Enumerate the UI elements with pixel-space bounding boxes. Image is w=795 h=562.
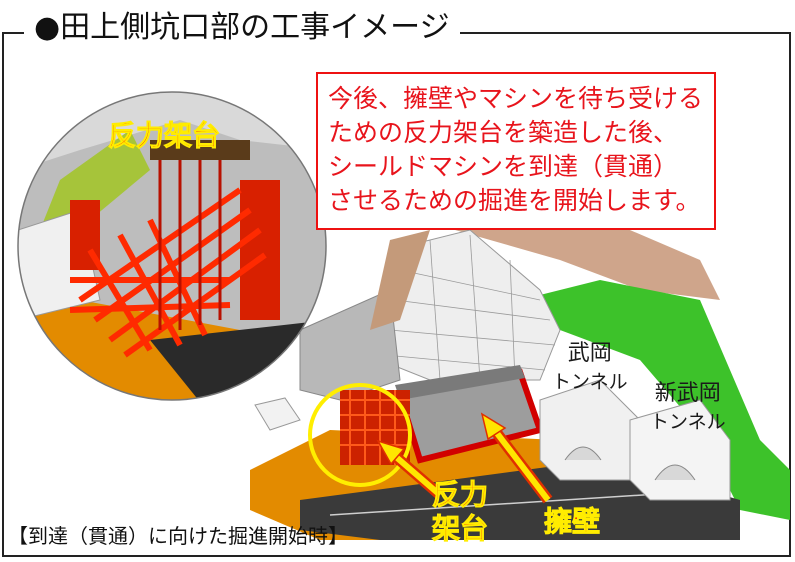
takeoka-tunnel-label: 武岡 トンネル [552,340,628,396]
callout-line: 今後、擁壁やマシンを待ち受ける [328,84,704,113]
retaining-wall-arrow [480,412,553,504]
figure-caption: 【到達（貫通）に向けた掘進開始時】 [8,524,348,548]
callout-line: ための反力架台を築造した後、 [328,118,679,147]
reaction-frame-label-line1: 反力 [431,478,489,512]
callout-line: シールドマシンを到達（貫通） [328,152,679,181]
explanation-callout: 今後、擁壁やマシンを待ち受ける ための反力架台を築造した後、 シールドマシンを到… [316,72,716,230]
retaining-wall-label: 擁壁 [543,505,601,539]
takeoka-tunnel-label-line1: 武岡 [567,341,612,366]
shin-takeoka-tunnel-label-line2: トンネル [650,411,726,433]
shin-takeoka-tunnel-label-line1: 新武岡 [654,381,721,406]
title-bar: ●田上側坑口部の工事イメージ [0,8,795,48]
takeoka-tunnel-label-line2: トンネル [552,371,628,393]
reaction-frame-label: 反力 架台 [431,478,489,546]
reaction-frame-arrow [376,439,444,500]
inset-reaction-frame-label: 反力架台 [107,119,221,153]
shin-takeoka-tunnel-portal [629,399,731,501]
shin-takeoka-tunnel-label: 新武岡 トンネル [650,380,726,436]
page-title: ●田上側坑口部の工事イメージ [24,8,460,48]
highlight-circle [308,383,412,487]
reaction-frame-label-line2: 架台 [431,512,489,546]
callout-line: させるための掘進を開始します。 [328,186,701,215]
inset-border [17,91,327,401]
